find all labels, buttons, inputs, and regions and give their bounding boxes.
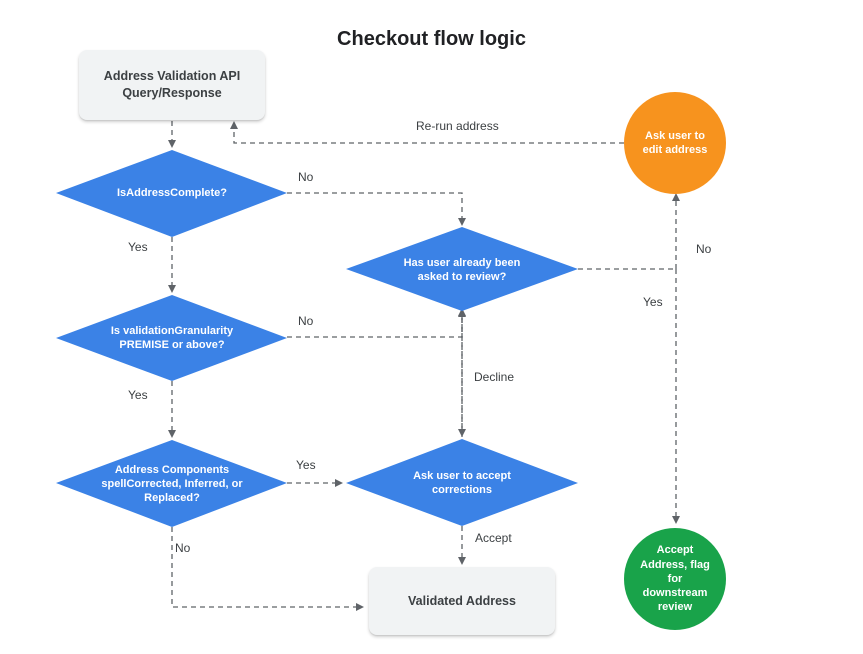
edit-address-circle: Ask user to edit address — [624, 92, 726, 194]
validated-address-box: Validated Address — [369, 567, 555, 635]
decision-components — [56, 440, 287, 527]
edge-label-components-yes: Yes — [296, 458, 316, 472]
is-complete-label: IsAddressComplete? — [116, 186, 228, 199]
edge-label-decline: Decline — [474, 370, 515, 384]
decision-accept-corrections — [346, 439, 578, 526]
granularity-label: Is validationGranularity PREMISE or abov… — [110, 324, 234, 351]
validated-address-label: Validated Address — [408, 593, 516, 608]
edge-label-accept: Accept — [475, 531, 512, 545]
accept-flag-label: Accept Address, flag for downstream revi… — [640, 544, 710, 614]
page-title: Checkout flow logic — [337, 28, 526, 50]
edge-label-components-no: No — [175, 541, 191, 555]
edge-label-asked-no: No — [696, 242, 712, 256]
decision-is-complete — [56, 150, 287, 237]
api-query-label: Address Validation API Query/Response — [103, 69, 241, 100]
api-query-box: Address Validation API Query/Response — [79, 50, 265, 120]
accept-flag-circle: Accept Address, flag for downstream revi… — [624, 528, 726, 630]
edge-complete-no — [287, 192, 466, 226]
edge-label-rerun: Re-run address — [416, 119, 499, 133]
edge-label-granularity-no: No — [298, 314, 314, 328]
accept-corrections-label: Ask user to accept corrections — [413, 469, 511, 496]
edge-label-complete-no: No — [298, 170, 314, 184]
edit-address-label: Ask user to edit address — [642, 129, 708, 156]
decision-already-asked — [346, 227, 578, 311]
edge-components-no — [171, 527, 364, 611]
components-label: Address Components spellCorrected, Infer… — [101, 463, 243, 505]
edge-label-granularity-yes: Yes — [128, 388, 148, 402]
edge-label-asked-yes: Yes — [643, 295, 663, 309]
already-asked-label: Has user already been asked to review? — [403, 256, 521, 283]
edge-label-complete-yes: Yes — [128, 240, 148, 254]
edge-rerun — [230, 121, 624, 144]
decision-granularity — [56, 295, 287, 381]
